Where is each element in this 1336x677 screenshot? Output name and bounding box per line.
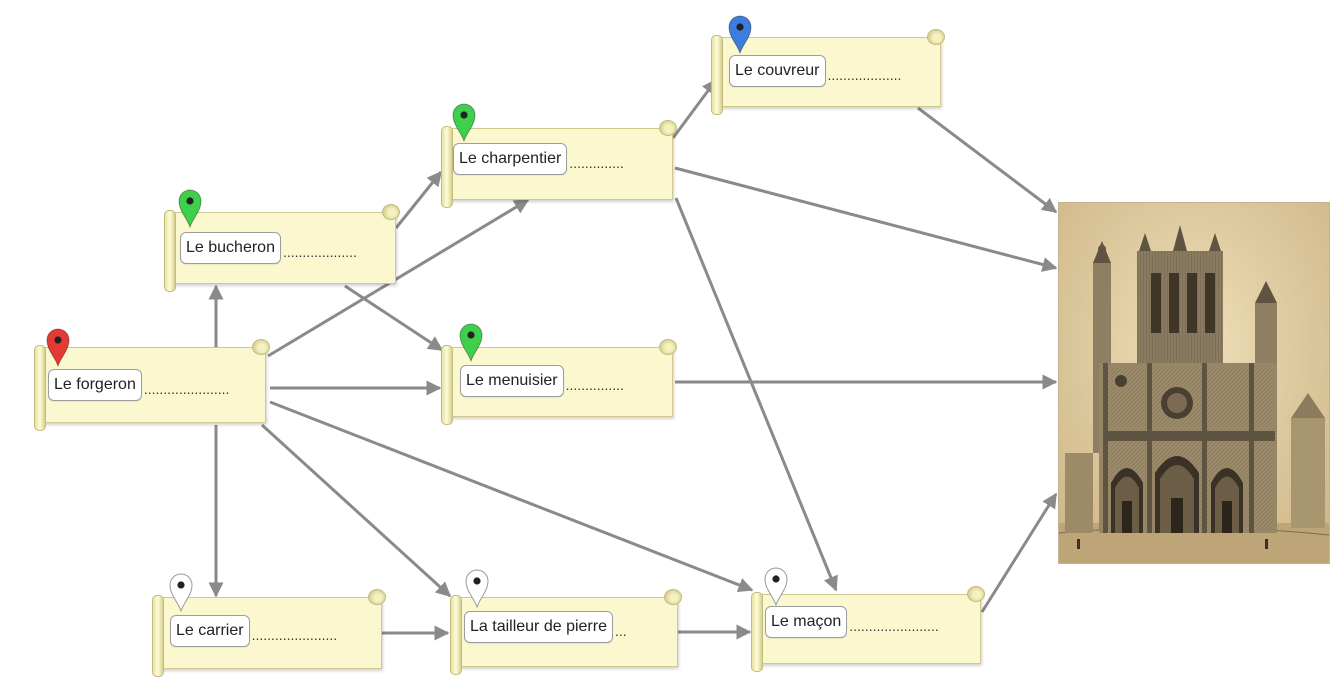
arrow-couvreur-to-cathedral [917,106,1058,214]
scroll-roll-top [659,120,677,136]
answer-blank[interactable]: ................... [282,244,357,260]
node-bucheron[interactable]: Le bucheron ................... [164,204,400,292]
node-label: Le bucheron [180,232,281,264]
map-marker-icon [763,566,789,606]
scroll-roll-left [450,595,462,675]
arrow-charpentier-to-macon [674,197,838,592]
map-marker-icon [168,572,194,612]
node-label: Le maçon [765,606,848,638]
arrow-charpentier-to-couvreur [671,78,718,139]
answer-blank[interactable]: ....................... [849,618,939,634]
answer-blank[interactable]: ... [614,623,627,639]
answer-blank[interactable]: ............... [565,377,624,393]
arrow-forgeron-to-tailleur [260,423,452,598]
scroll-roll-top [368,589,386,605]
scroll-roll-top [382,204,400,220]
node-label: Le forgeron [48,369,142,401]
node-carrier[interactable]: Le carrier ...................... [152,589,386,677]
node-label: Le charpentier [453,143,568,175]
arrow-forgeron-to-macon [269,400,754,593]
map-marker-icon [727,14,753,54]
node-macon[interactable]: Le maçon ....................... [751,586,985,672]
scroll-roll-left [711,35,723,115]
node-couvreur[interactable]: Le couvreur ................... [711,29,945,115]
scroll-roll-top [967,586,985,602]
arrow-macon-to-cathedral [980,492,1058,613]
node-label: Le couvreur [729,55,826,87]
scroll-roll-left [751,592,763,672]
answer-blank[interactable]: ...................... [251,627,338,643]
map-marker-icon [177,188,203,228]
arrow-bucheron-to-menuisier [344,284,444,352]
arrow-charpentier-to-cathedral [674,166,1058,272]
scroll-roll-top [659,339,677,355]
answer-blank[interactable]: ................... [827,67,902,83]
scroll-roll-top [927,29,945,45]
scroll-roll-left [152,595,164,677]
node-charpentier[interactable]: Le charpentier .............. [441,120,677,208]
map-marker-icon [464,568,490,608]
map-marker-icon [458,322,484,362]
scroll-roll-top [252,339,270,355]
node-label: La tailleur de pierre [464,611,613,643]
arrow-forgeron-to-charpentier [267,198,530,358]
map-marker-icon [45,327,71,367]
answer-blank[interactable]: ...................... [143,381,230,397]
node-label: Le carrier [170,615,250,647]
node-tailleur[interactable]: La tailleur de pierre ... [450,589,682,675]
node-forgeron[interactable]: Le forgeron ...................... [34,339,270,431]
node-menuisier[interactable]: Le menuisier ............... [441,339,677,425]
arrow-bucheron-to-charpentier [394,170,443,229]
scroll-roll-left [441,126,453,208]
answer-blank[interactable]: .............. [569,155,624,171]
scroll-roll-left [164,210,176,292]
node-label: Le menuisier [460,365,564,397]
scroll-roll-left [441,345,453,425]
scroll-roll-top [664,589,682,605]
cathedral-engraving-image [1058,202,1330,564]
map-marker-icon [451,102,477,142]
scroll-roll-left [34,345,46,431]
